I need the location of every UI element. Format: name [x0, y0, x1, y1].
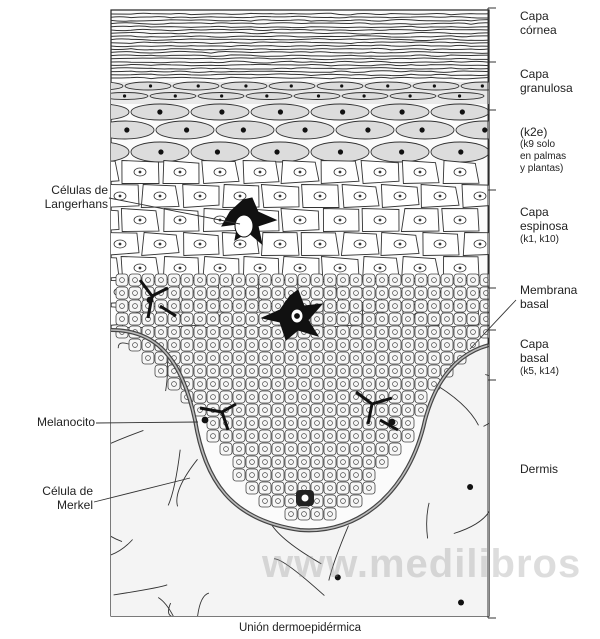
- label-line: Merkel: [42, 498, 93, 512]
- label-capa-espinosa: Capa espinosa (k1, k10): [520, 205, 568, 247]
- figure-caption: Unión dermoepidérmica: [0, 622, 600, 634]
- label-line: Capa: [520, 337, 559, 351]
- label-line: (k9 solo: [520, 139, 566, 151]
- label-capa-cornea: Capa córnea: [520, 9, 557, 37]
- label-langerhans: Células de Langerhans: [45, 183, 108, 211]
- label-capa-granulosa: Capa granulosa: [520, 67, 573, 95]
- label-line: espinosa: [520, 219, 568, 233]
- label-line: Células de: [45, 183, 108, 197]
- watermark: www.medilibros: [262, 542, 581, 587]
- merkel-cell: [296, 490, 314, 506]
- label-line: Célula de: [42, 484, 93, 498]
- label-capa-basal: Capa basal (k5, k14): [520, 337, 559, 379]
- label-line: granulosa: [520, 81, 573, 95]
- label-k2e: (k2e) (k9 solo en palmas y plantas): [520, 125, 566, 175]
- label-dermis: Dermis: [520, 462, 558, 476]
- label-merkel: Célula de Merkel: [42, 484, 93, 512]
- label-membrana-basal: Membrana basal: [520, 283, 577, 311]
- label-line: (k2e): [520, 125, 566, 139]
- label-line: y plantas): [520, 163, 566, 175]
- label-line: Dermis: [520, 462, 558, 476]
- label-line: (k1, k10): [520, 233, 568, 247]
- label-line: Capa: [520, 205, 568, 219]
- label-line: en palmas: [520, 151, 566, 163]
- label-line: Membrana: [520, 283, 577, 297]
- label-line: Capa: [520, 9, 557, 23]
- label-line: Langerhans: [45, 197, 108, 211]
- label-line: Melanocito: [37, 415, 95, 429]
- label-line: basal: [520, 297, 577, 311]
- label-melanocito: Melanocito: [37, 415, 95, 429]
- label-line: (k5, k14): [520, 365, 559, 379]
- label-line: Capa: [520, 67, 573, 81]
- label-line: basal: [520, 351, 559, 365]
- label-line: córnea: [520, 23, 557, 37]
